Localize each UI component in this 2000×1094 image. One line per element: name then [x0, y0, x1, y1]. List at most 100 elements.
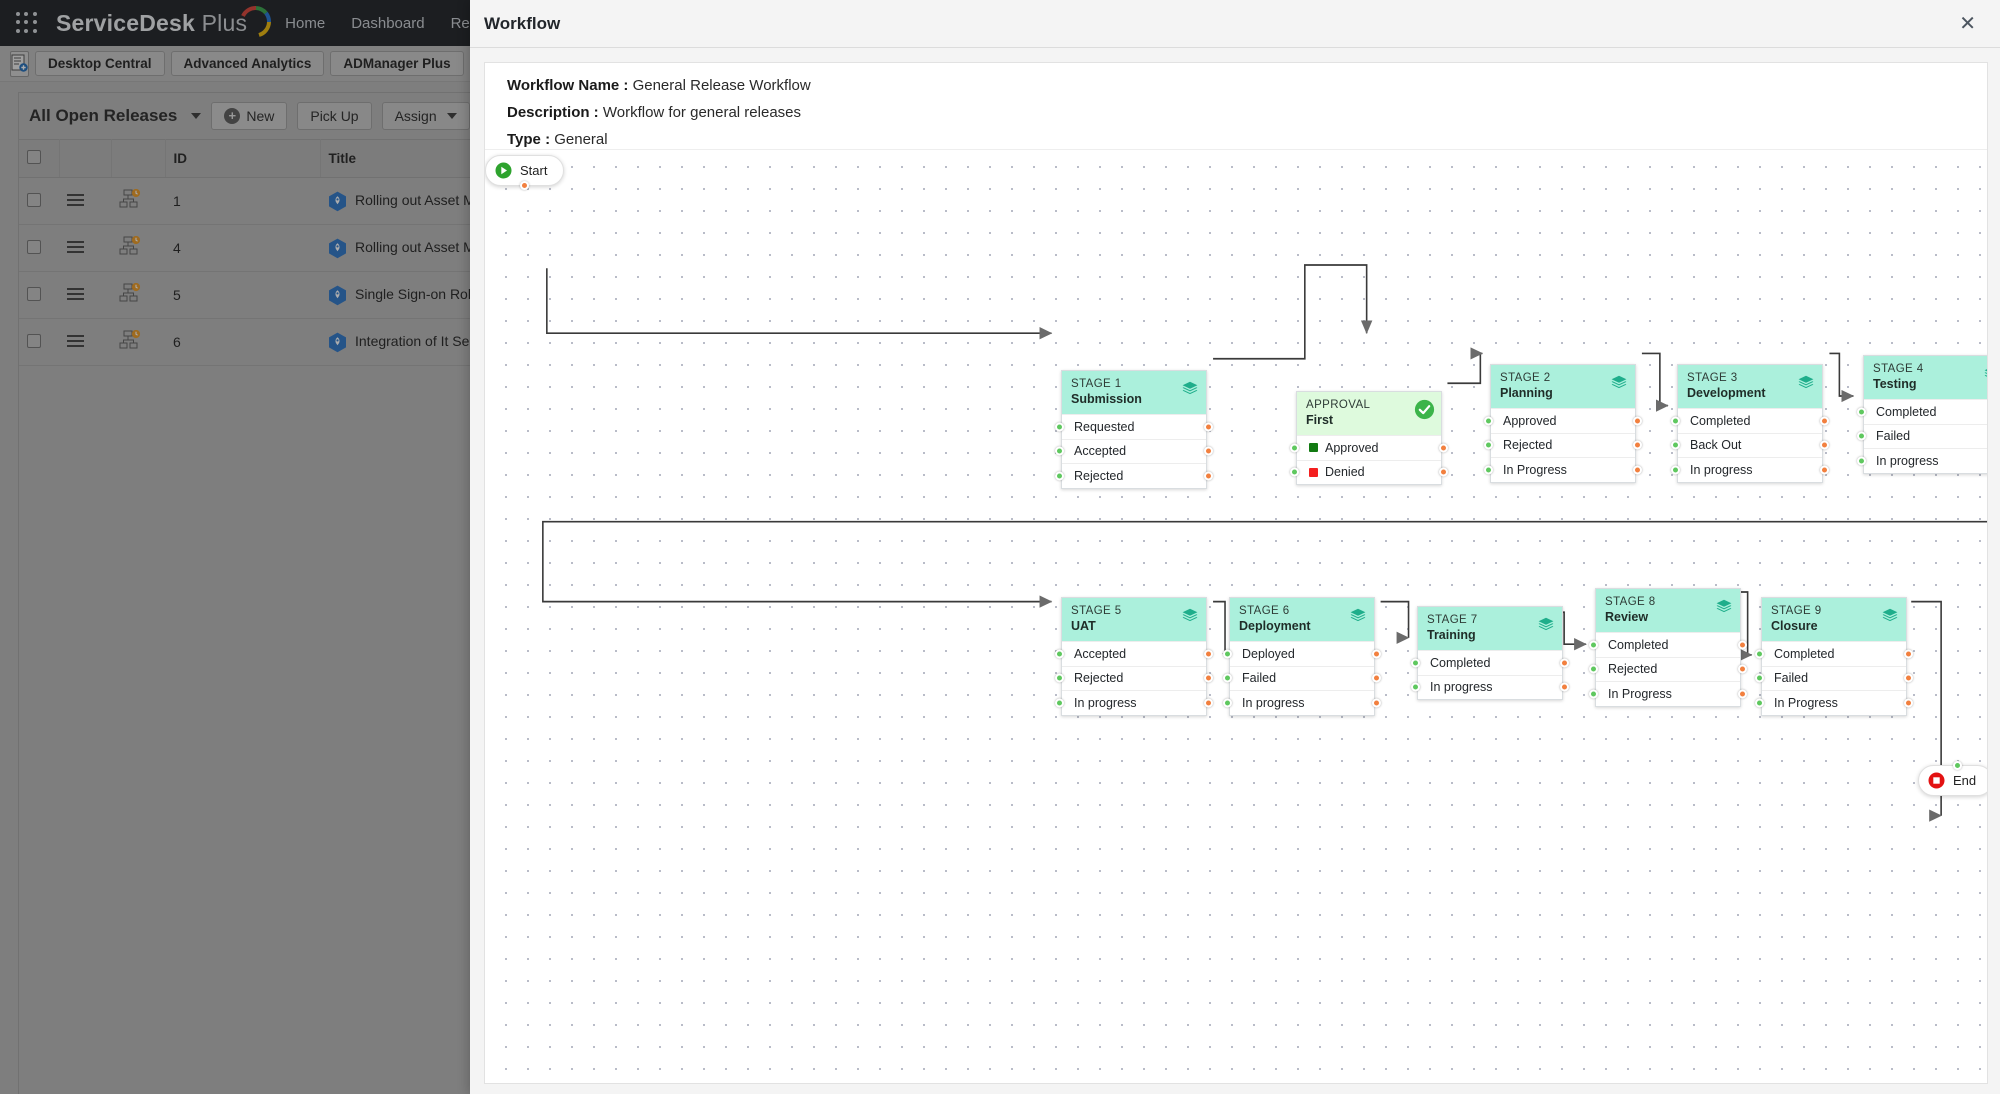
- row-in-port[interactable]: [1589, 640, 1598, 650]
- row-select-cell[interactable]: [19, 177, 59, 225]
- row-select-cell[interactable]: [19, 224, 59, 272]
- row-in-port[interactable]: [1484, 465, 1493, 475]
- node-row[interactable]: Failed: [1755, 665, 1913, 690]
- row-in-port[interactable]: [1755, 649, 1764, 659]
- row-out-port[interactable]: [1204, 649, 1213, 659]
- node-row[interactable]: In progress: [1671, 457, 1829, 482]
- close-icon[interactable]: ✕: [1959, 12, 1976, 35]
- node-row[interactable]: In progress: [1857, 448, 1987, 473]
- row-checkbox[interactable]: [27, 286, 41, 301]
- row-in-port[interactable]: [1484, 416, 1493, 426]
- row-out-port[interactable]: [1820, 465, 1829, 475]
- row-workflow-cell[interactable]: [111, 224, 165, 272]
- node-row[interactable]: In Progress: [1589, 681, 1747, 706]
- nav-dashboard[interactable]: Dashboard: [351, 14, 425, 32]
- select-all-checkbox[interactable]: [27, 150, 41, 164]
- menu-icon[interactable]: [67, 238, 84, 256]
- node-row[interactable]: Failed: [1857, 423, 1987, 448]
- node-row[interactable]: Denied: [1290, 459, 1448, 484]
- row-out-port[interactable]: [1372, 673, 1381, 683]
- row-in-port[interactable]: [1223, 698, 1232, 708]
- row-actions-cell[interactable]: [59, 318, 111, 366]
- row-actions-cell[interactable]: [59, 224, 111, 272]
- row-out-port[interactable]: [1633, 465, 1642, 475]
- row-in-port[interactable]: [1055, 698, 1064, 708]
- row-in-port[interactable]: [1055, 471, 1064, 481]
- row-in-port[interactable]: [1223, 649, 1232, 659]
- new-button[interactable]: + New: [211, 102, 288, 130]
- node-row[interactable]: Deployed: [1223, 641, 1381, 666]
- row-out-port[interactable]: [1204, 422, 1213, 432]
- node-row[interactable]: Approved: [1484, 408, 1642, 433]
- row-in-port[interactable]: [1411, 658, 1420, 668]
- chevron-down-icon[interactable]: [191, 113, 202, 119]
- row-workflow-cell[interactable]: [111, 318, 165, 366]
- node-row[interactable]: Completed: [1755, 641, 1913, 666]
- row-in-port[interactable]: [1755, 698, 1764, 708]
- row-checkbox[interactable]: [27, 333, 41, 348]
- node-row[interactable]: In progress: [1223, 690, 1381, 715]
- node-row[interactable]: Requested: [1055, 414, 1213, 439]
- end-in-port[interactable]: [1953, 761, 1962, 770]
- row-in-port[interactable]: [1589, 689, 1598, 699]
- menu-icon[interactable]: [67, 285, 84, 303]
- menu-icon[interactable]: [67, 332, 84, 350]
- row-in-port[interactable]: [1223, 673, 1232, 683]
- node-row[interactable]: In Progress: [1484, 457, 1642, 482]
- node-row[interactable]: Accepted: [1055, 641, 1213, 666]
- row-in-port[interactable]: [1671, 440, 1680, 450]
- row-out-port[interactable]: [1204, 471, 1213, 481]
- row-actions-cell[interactable]: [59, 177, 111, 225]
- start-node[interactable]: Start: [485, 155, 565, 190]
- row-out-port[interactable]: [1738, 689, 1747, 699]
- row-out-port[interactable]: [1904, 698, 1913, 708]
- row-checkbox[interactable]: [27, 192, 41, 207]
- row-out-port[interactable]: [1904, 649, 1913, 659]
- node-row[interactable]: Completed: [1589, 632, 1747, 657]
- node-row[interactable]: Failed: [1223, 665, 1381, 690]
- row-out-port[interactable]: [1204, 698, 1213, 708]
- row-out-port[interactable]: [1738, 640, 1747, 650]
- row-in-port[interactable]: [1055, 422, 1064, 432]
- row-out-port[interactable]: [1560, 658, 1569, 668]
- node-row[interactable]: Completed: [1411, 650, 1569, 675]
- row-in-port[interactable]: [1055, 649, 1064, 659]
- row-out-port[interactable]: [1633, 416, 1642, 426]
- node-row[interactable]: Back Out: [1671, 432, 1829, 457]
- row-out-port[interactable]: [1633, 440, 1642, 450]
- row-out-port[interactable]: [1439, 467, 1448, 477]
- app-tab-desktop-central[interactable]: Desktop Central: [35, 51, 165, 76]
- start-out-port[interactable]: [520, 181, 529, 190]
- node-row[interactable]: Accepted: [1055, 438, 1213, 463]
- row-in-port[interactable]: [1055, 446, 1064, 456]
- node-row[interactable]: Rejected: [1484, 432, 1642, 457]
- assign-button[interactable]: Assign: [381, 102, 470, 130]
- brand-logo[interactable]: ServiceDesk Plus: [56, 5, 272, 37]
- row-in-port[interactable]: [1857, 431, 1866, 441]
- node-row[interactable]: Rejected: [1055, 463, 1213, 488]
- row-workflow-cell[interactable]: [111, 177, 165, 225]
- row-checkbox[interactable]: [27, 239, 41, 254]
- row-in-port[interactable]: [1671, 465, 1680, 475]
- row-out-port[interactable]: [1372, 649, 1381, 659]
- menu-icon[interactable]: [67, 191, 84, 209]
- row-in-port[interactable]: [1411, 682, 1420, 692]
- row-in-port[interactable]: [1589, 664, 1598, 674]
- row-out-port[interactable]: [1560, 682, 1569, 692]
- row-select-cell[interactable]: [19, 271, 59, 319]
- node-row[interactable]: Rejected: [1055, 665, 1213, 690]
- app-tab-admanager-plus[interactable]: ADManager Plus: [330, 51, 464, 76]
- pick-up-button[interactable]: Pick Up: [297, 102, 372, 130]
- view-selector[interactable]: All Open Releases: [29, 106, 177, 126]
- node-row[interactable]: Completed: [1671, 408, 1829, 433]
- row-in-port[interactable]: [1857, 456, 1866, 466]
- node-row[interactable]: Rejected: [1589, 656, 1747, 681]
- node-row[interactable]: Approved: [1290, 435, 1448, 460]
